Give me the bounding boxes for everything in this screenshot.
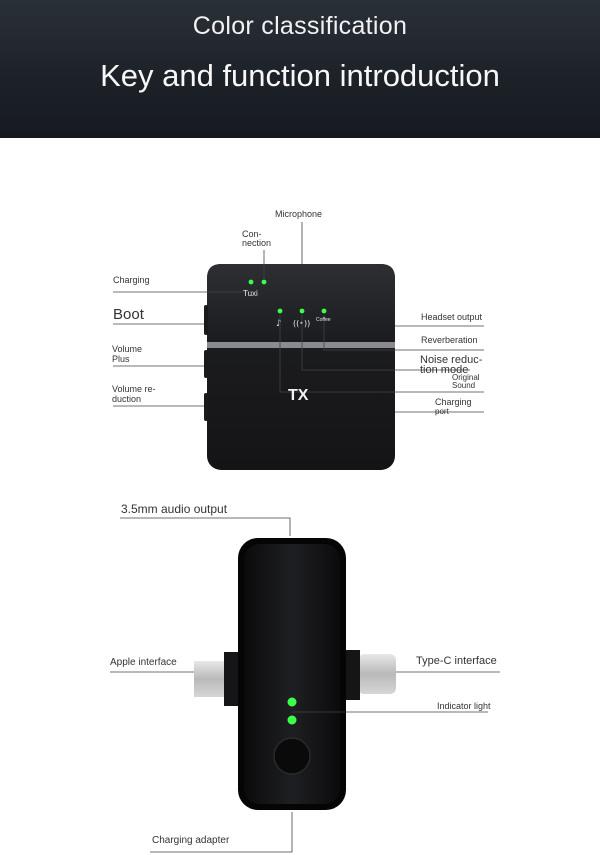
label-microphone: Microphone <box>275 209 323 219</box>
device-tx-text: TX <box>288 387 309 404</box>
label-connection-1: Con- <box>242 229 262 239</box>
label-volume-reduction-2: duction <box>112 394 142 404</box>
label-volume-reduction-1: Volume re- <box>112 384 156 394</box>
label-charging-adapter: Charging adapter <box>152 835 230 846</box>
label-audio-output: 3.5mm audio output <box>121 502 228 516</box>
typec-collar <box>344 650 360 700</box>
banner-title: Color classification <box>192 12 408 40</box>
rx-body <box>244 544 340 804</box>
lightning-connector <box>194 661 224 697</box>
label-noise-2: tion mode <box>420 364 469 376</box>
indicator-led-2 <box>287 715 297 725</box>
noise-led <box>299 308 305 314</box>
label-apple-interface: Apple interface <box>110 657 177 668</box>
connection-led <box>261 279 267 285</box>
label-charging-port-1: Charging <box>435 397 472 407</box>
reverb-led <box>321 308 327 314</box>
indicator-led-1 <box>287 697 297 707</box>
label-charging: Charging <box>113 275 150 285</box>
volume-plus-button <box>204 350 208 378</box>
label-noise-1: Noise reduc- <box>420 354 483 366</box>
lightning-collar <box>224 652 240 706</box>
volume-minus-button <box>204 393 208 421</box>
label-coffee: Coffee <box>316 317 331 323</box>
header-banner: Color classification Key and function in… <box>0 0 600 138</box>
tx-top-panel <box>207 264 395 342</box>
original-sound-led <box>277 308 283 314</box>
label-volume-plus-1: Volume <box>112 344 143 354</box>
rx-power-button <box>273 737 311 775</box>
tx-leader-lines <box>113 222 484 413</box>
label-typec-interface: Type-C interface <box>416 655 497 667</box>
banner-subtitle: Key and function introduction <box>100 58 500 93</box>
label-indicator-light: Indicator light <box>437 701 491 711</box>
label-tuxi: Tuxi <box>243 289 258 298</box>
label-headset-output: Headset output <box>421 312 483 322</box>
label-original-1: Original <box>452 373 480 382</box>
label-charging-port-2: port <box>435 407 449 416</box>
typec-connector <box>358 654 396 694</box>
label-connection-2: nection <box>242 238 272 248</box>
rx-device <box>194 538 396 810</box>
tx-divider-strip <box>207 342 395 348</box>
label-boot: Boot <box>113 306 144 323</box>
music-note-icon: ♪ <box>276 319 282 329</box>
boot-button <box>204 305 208 335</box>
label-reverberation: Reverberation <box>421 335 478 345</box>
charging-led <box>248 279 254 285</box>
label-volume-plus-2: Plus <box>112 354 130 364</box>
tx-device: ♪ ((•)) <box>204 264 395 470</box>
rx-leader-lines <box>110 517 500 853</box>
label-original-2: Sound <box>452 381 476 390</box>
